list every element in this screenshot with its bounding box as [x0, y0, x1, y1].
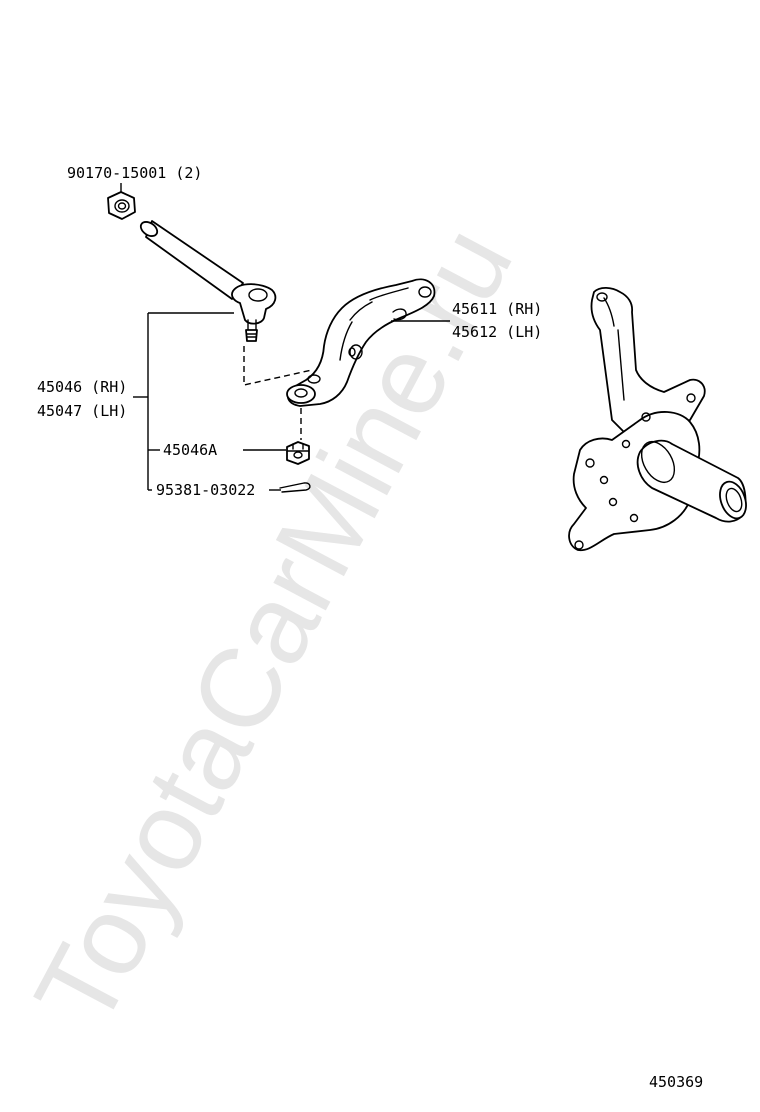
- label-tie-rod-end-lh: 45047 (LH): [37, 402, 127, 420]
- cotter-pin-icon: [279, 482, 311, 493]
- assembly-line-1: [243, 346, 313, 386]
- knuckle-arm-icon: [286, 278, 436, 407]
- steering-knuckle-icon: [568, 286, 747, 552]
- castle-nut-icon: [286, 441, 310, 465]
- label-castle-nut: 45046A: [163, 441, 217, 459]
- tie-rod-end-icon: [139, 220, 277, 342]
- label-cotter-pin: 95381-03022: [156, 481, 255, 499]
- label-knuckle-arm-rh: 45611 (RH): [452, 300, 542, 318]
- label-tie-rod-end-rh: 45046 (RH): [37, 378, 127, 396]
- leader-lines: [120, 183, 450, 491]
- hex-nut-icon: [107, 191, 136, 220]
- label-nut: 90170-15001 (2): [67, 164, 202, 182]
- label-knuckle-arm-lh: 45612 (LH): [452, 323, 542, 341]
- diagram-id: 450369: [649, 1073, 703, 1091]
